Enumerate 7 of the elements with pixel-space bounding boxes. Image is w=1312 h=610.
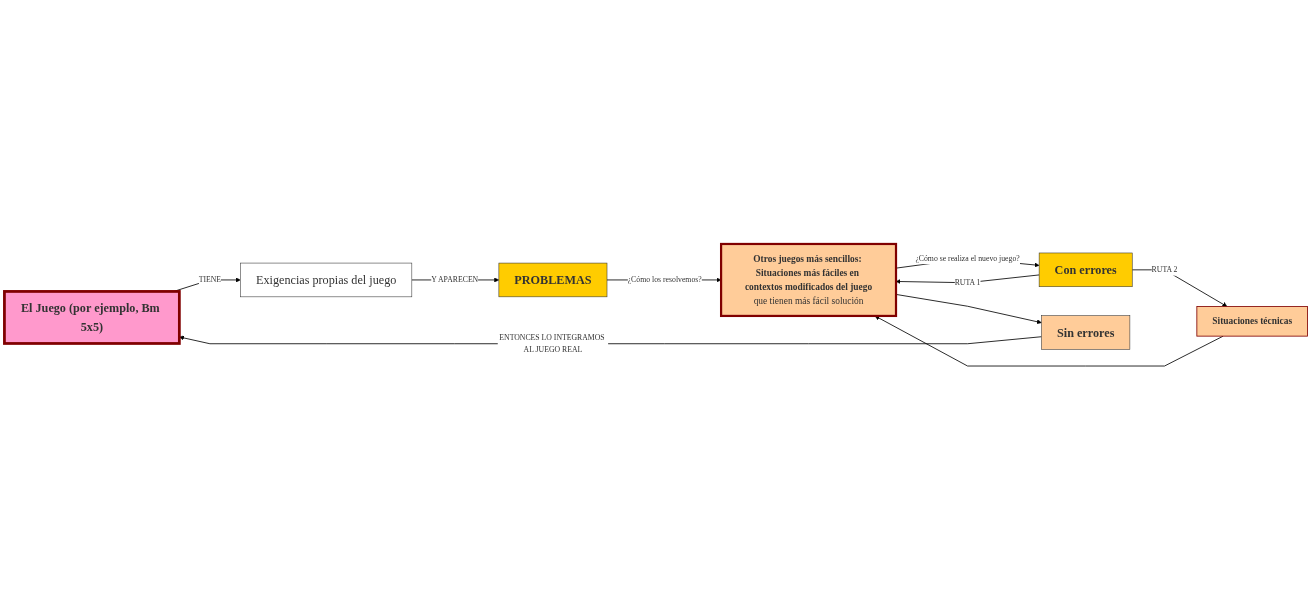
node-box: Otros juegos más sencillos: Situaciones más fáciles en contextos modificados del juego que tienen más fácil solución [720, 242, 898, 318]
node-box: Con errores [1038, 252, 1133, 287]
node-box: El Juego (por ejemplo, Bm 5x5) [3, 290, 181, 345]
node-box: Situaciones técnicas [1196, 306, 1308, 337]
node-box: Exigencias propias del juego [240, 262, 413, 298]
node-box: Sin errores [1041, 315, 1131, 350]
node-box: PROBLEMAS [498, 262, 608, 298]
